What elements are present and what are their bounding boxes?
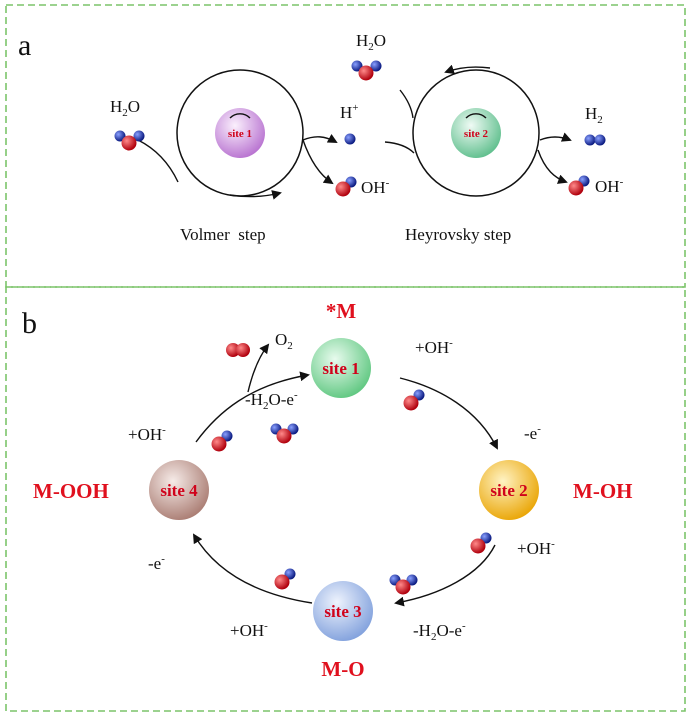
heyrovsky-cycle: site 2 — [384, 64, 572, 197]
oh-label-right: OH- — [595, 176, 624, 196]
state-label-star-m: *M — [326, 299, 357, 323]
hplus-label: H+ — [340, 102, 359, 122]
site-4-label-b: site 4 — [160, 481, 198, 500]
heyrovsky-in-arrow-h — [384, 141, 415, 154]
plus-oh-left-label: +OH- — [128, 424, 166, 444]
h2o-label-top: H2O — [356, 31, 386, 53]
volmer-step-label: Volmer step — [180, 225, 266, 244]
plus-oh-right-label: +OH- — [517, 538, 555, 558]
arrow-site3-to-site4 — [192, 533, 313, 604]
heyrovsky-ring-arrow — [444, 64, 491, 74]
heyrovsky-out-arrow-h2 — [539, 132, 572, 142]
site-2-mini-arrow — [465, 113, 487, 119]
site-1-label-b: site 1 — [322, 359, 359, 378]
site-1-node: site 1 — [311, 338, 371, 398]
site-1-mini-arrow — [229, 113, 251, 119]
arrow-site2-to-site3 — [394, 544, 496, 607]
o2-label: O2 — [275, 330, 293, 352]
hydroxide-molecule-b-left — [211, 430, 233, 452]
volmer-cycle: site 1 — [137, 69, 338, 200]
site-2-label-b: site 2 — [490, 481, 527, 500]
hydrogen-molecule — [584, 134, 606, 146]
heyrovsky-in-arrow-top — [399, 89, 414, 119]
h2o-e-bottom-label: -H2O-e- — [413, 620, 466, 643]
state-label-m-ooh: M-OOH — [33, 479, 109, 503]
hydroxide-molecule-left — [335, 176, 357, 197]
site-2-label-a: site 2 — [464, 128, 489, 140]
volmer-in-arrow — [137, 139, 179, 183]
panel-b-frame — [5, 286, 686, 712]
water-molecule-left — [114, 130, 145, 151]
volmer-out-arrow-h — [302, 133, 338, 143]
hydroxide-molecule-b-bottomleft — [274, 568, 296, 590]
water-molecule-b-bottom — [389, 574, 418, 595]
panel-a-frame — [5, 4, 686, 288]
heyrovsky-step-label: Heyrovsky step — [405, 225, 511, 244]
arrow-site4-to-site1 — [195, 371, 310, 443]
panel-b-letter: b — [22, 307, 37, 340]
h2o-e-top-label: -H2O-e- — [245, 389, 298, 412]
o2-molecule — [226, 343, 250, 357]
proton-atom — [344, 133, 356, 145]
state-label-m-o: M-O — [321, 657, 364, 681]
h2-label: H2 — [585, 104, 603, 126]
heyrovsky-out-arrow-oh — [537, 149, 568, 184]
site-3-node: site 3 — [313, 581, 373, 641]
state-label-m-oh: M-OH — [573, 479, 632, 503]
plus-oh-bottom-label: +OH- — [230, 620, 268, 640]
site-1-sphere-a — [215, 108, 265, 158]
site-4-node: site 4 — [149, 460, 209, 520]
water-molecule-b-top — [270, 423, 299, 444]
arrow-o2-release — [247, 343, 270, 393]
hydroxide-molecule-b-right — [470, 532, 492, 554]
plus-oh-top-label: +OH- — [415, 337, 453, 357]
site-2-node: site 2 — [479, 460, 539, 520]
water-molecule-top — [351, 60, 382, 81]
heyrovsky-ring — [412, 69, 540, 197]
volmer-ring-arrow — [229, 190, 282, 200]
hydroxide-molecule-b-topright — [403, 389, 425, 411]
site-1-label-a: site 1 — [228, 128, 252, 140]
arrow-site1-to-site2 — [399, 377, 498, 450]
volmer-out-arrow-oh — [302, 139, 334, 185]
site-2-sphere-a — [451, 108, 501, 158]
h2o-label-left: H2O — [110, 97, 140, 119]
minus-e-left-label: -e- — [148, 553, 165, 573]
oh-label-left: OH- — [361, 177, 390, 197]
hydroxide-molecule-right — [568, 175, 590, 196]
minus-e-right-label: -e- — [524, 423, 541, 443]
site-3-label-b: site 3 — [324, 602, 361, 621]
panel-a-letter: a — [18, 29, 31, 62]
